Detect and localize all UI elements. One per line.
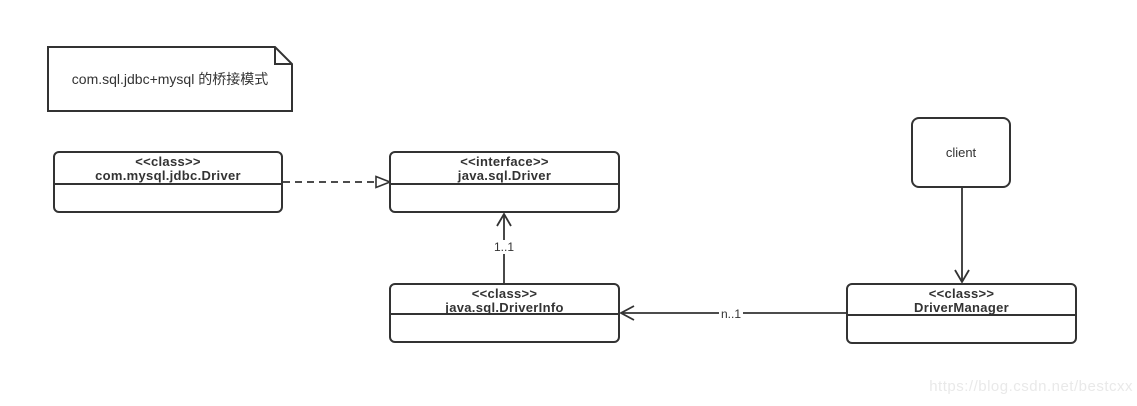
interface-box-java-sql-driver: <<interface>> java.sql.Driver [389,151,620,213]
watermark-text: https://blog.csdn.net/bestcxx [929,378,1133,395]
realization-arrow-mysqldriver-to-javasqldriver [283,175,393,189]
association-arrow-client-to-drivermanager [954,188,970,284]
class-box-drivermanager: <<class>> DriverManager [846,283,1077,344]
interface-stereotype: <<interface>> [460,154,549,169]
class-name: DriverManager [914,300,1009,315]
class-name: java.sql.DriverInfo [445,300,564,315]
class-stereotype: <<class>> [135,154,201,169]
client-label: client [945,145,977,160]
class-body [55,185,281,211]
uml-note: com.sql.jdbc+mysql 的桥接模式 [48,47,292,111]
class-stereotype: <<class>> [471,286,538,301]
interface-body [391,185,618,211]
interface-title: <<interface>> java.sql.Driver [391,153,618,185]
client-box: client [911,117,1011,188]
multiplicity-label-drivermanager-to-driverinfo: n..1 [718,307,744,321]
class-box-java-sql-driverinfo: <<class>> java.sql.DriverInfo [389,283,620,343]
multiplicity-label-driverinfo-to-driver: 1..1 [491,240,517,254]
class-title: <<class>> DriverManager [848,285,1075,316]
class-name: com.mysql.jdbc.Driver [95,168,241,183]
class-stereotype: <<class>> [928,286,995,301]
note-text: com.sql.jdbc+mysql 的桥接模式 [71,71,269,87]
class-body [848,316,1075,342]
class-body [391,315,618,341]
interface-name: java.sql.Driver [457,168,552,183]
class-title: <<class>> java.sql.DriverInfo [391,285,618,315]
class-title: <<class>> com.mysql.jdbc.Driver [55,153,281,185]
class-box-com-mysql-jdbc-driver: <<class>> com.mysql.jdbc.Driver [53,151,283,213]
note-shape [47,46,293,112]
